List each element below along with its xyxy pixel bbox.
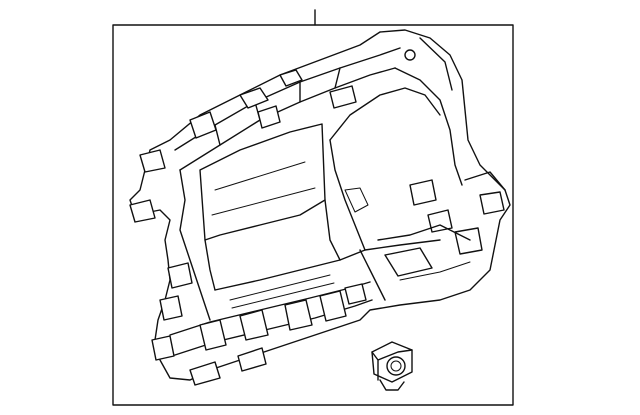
diagram-frame	[112, 24, 514, 406]
trim-panel-part	[129, 29, 511, 386]
clip-part	[371, 341, 413, 391]
